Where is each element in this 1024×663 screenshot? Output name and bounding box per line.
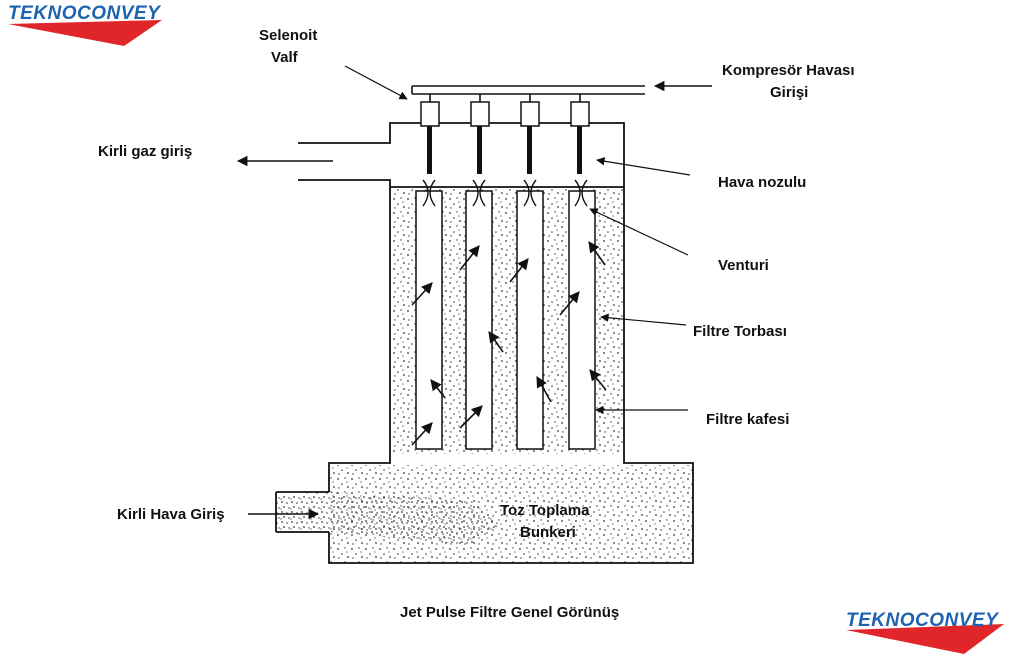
label-selenoid-line1: Selenoit [259,27,317,44]
logo-bottom: TEKNOCONVEY [846,610,1004,654]
label-selenoid-line2: Valf [271,49,299,66]
flow-arrows [411,241,607,446]
inlet-dust-stream [276,492,500,545]
solenoid-valve-3 [520,101,540,127]
filter-bag-1 [415,190,443,450]
label-hopper-line1: Toz Toplama [500,502,590,519]
solenoid-valve-4 [570,101,590,127]
solenoid-valves [420,101,590,127]
leader-selenoid [344,65,408,100]
leader-nozzle [596,157,691,176]
label-dirty-air-inlet: Kirli Hava Giriş [117,506,225,523]
filter-bag-2 [465,190,493,450]
filter-bag-4 [568,190,596,450]
solenoid-valve-2 [470,101,490,127]
label-hopper-line2: Bunkeri [520,524,576,541]
logo-swoosh [846,624,1004,654]
label-dirty-gas-outlet: Kirli gaz giriş [98,143,192,160]
filter-bags [415,190,596,450]
label-filter-bag: Filtre Torbası [693,323,787,340]
label-filter-cage: Filtre kafesi [706,411,789,428]
label-venturi: Venturi [718,257,769,274]
housing [275,122,694,564]
venturis [422,179,588,207]
blow-pipes [427,126,582,174]
diagram-caption: Jet Pulse Filtre Genel Görünüş [400,604,619,621]
logo-top: TEKNOCONVEY [8,3,162,46]
labels: Selenoit Valf Kompresör Havası Girişi Ki… [98,27,855,621]
logo-swoosh [8,20,162,46]
external-arrows [236,80,712,520]
logo-text: TEKNOCONVEY [846,610,1000,631]
solenoid-valve-1 [420,101,440,127]
leader-filter-bag [600,313,687,326]
logo-text: TEKNOCONVEY [8,3,162,24]
leader-lines [344,65,691,415]
compressed-air-header [411,85,645,102]
filter-bag-3 [516,190,544,450]
leader-venturi [589,208,689,256]
label-nozzle: Hava nozulu [718,174,806,191]
label-compressor-line1: Kompresör Havası [722,62,855,79]
label-compressor-line2: Girişi [770,84,808,101]
